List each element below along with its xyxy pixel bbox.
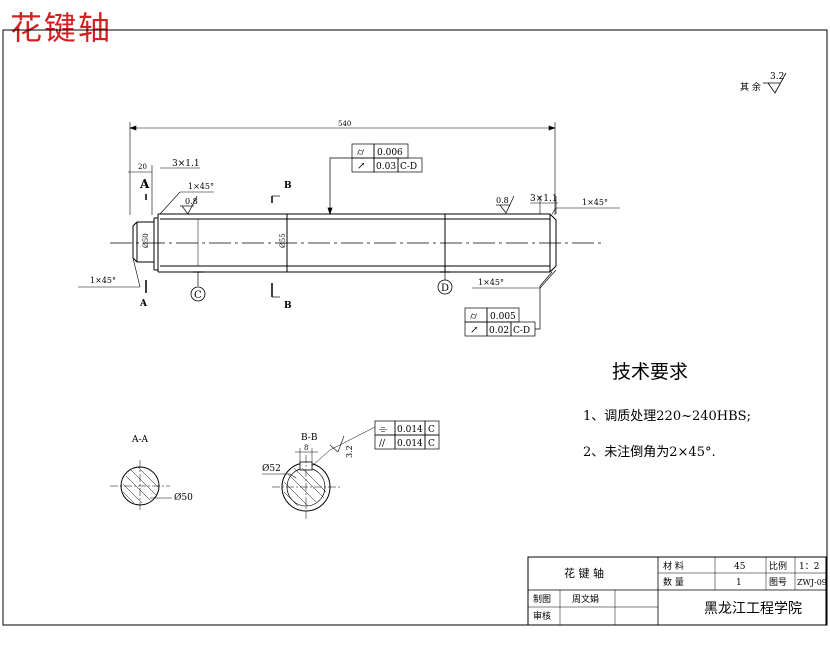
tb-drawn-value: 周文娟 bbox=[572, 593, 599, 605]
tb-quantity-label: 数 量 bbox=[663, 576, 684, 588]
tolerance-frame-top bbox=[327, 143, 423, 216]
section-bb-view bbox=[262, 426, 376, 520]
tol-top-2-value: 0.03 bbox=[376, 162, 396, 172]
header-title: 花键轴 bbox=[10, 9, 113, 47]
general-roughness-note: 其 余 3.2 bbox=[740, 72, 787, 94]
tol-bb-1-value: 0.014 bbox=[397, 425, 423, 435]
left-undercut-label: 3×1.1 bbox=[172, 159, 200, 169]
tb-part-name: 花 键 轴 bbox=[564, 566, 604, 580]
left-offset-label: 20 bbox=[138, 163, 147, 171]
tol-bb-2-symbol: // bbox=[379, 439, 386, 449]
roughness-value: 3.2 bbox=[770, 72, 784, 82]
tol-bb-2-datum: C bbox=[428, 439, 435, 449]
tb-scale-value: 1：2 bbox=[799, 562, 819, 572]
chamfer-left-label: 1×45° bbox=[90, 276, 116, 285]
datum-c-label: C bbox=[194, 290, 202, 301]
right-undercut-label: 3×1.1 bbox=[530, 194, 558, 204]
section-aa-dia: Ø50 bbox=[174, 492, 193, 503]
section-b-bottom: B bbox=[284, 301, 292, 311]
tol-top-1-value: 0.006 bbox=[377, 148, 403, 158]
tol-top-1-symbol: ⌭ bbox=[357, 147, 365, 158]
roughness-left-label: 0.8 bbox=[185, 197, 198, 206]
tol-bottom-2-symbol: ↗ bbox=[470, 325, 478, 336]
tech-req-title: 技术要求 bbox=[612, 361, 688, 383]
tb-drawing-no-value: ZWJ-09 bbox=[797, 578, 827, 587]
drawing-border bbox=[2, 29, 828, 626]
tol-bottom-2-value: 0.02 bbox=[489, 326, 509, 336]
chamfer-right-bottom-label: 1×45° bbox=[478, 278, 504, 287]
section-bb-roughness: 3.2 bbox=[345, 445, 354, 458]
section-aa-title: A-A bbox=[131, 435, 149, 445]
chamfer-left-top-label: 1×45° bbox=[188, 182, 214, 191]
section-b-top: B bbox=[284, 181, 292, 191]
tb-checked-label: 审核 bbox=[533, 610, 551, 622]
tol-bottom-2-datum: C-D bbox=[513, 326, 530, 336]
datum-d-label: D bbox=[441, 283, 449, 294]
tech-req-item-1: 1、调质处理220~240HBS; bbox=[583, 409, 751, 424]
tb-material-label: 材 料 bbox=[663, 560, 684, 572]
tol-bb-2-value: 0.014 bbox=[397, 439, 423, 449]
datum-d-circle bbox=[437, 279, 453, 295]
roughness-prefix: 其 余 bbox=[740, 81, 761, 93]
tol-bb-1-datum: C bbox=[428, 425, 435, 435]
left-offset-dimension bbox=[128, 165, 153, 215]
tolerance-frame-section-bb bbox=[374, 420, 440, 450]
section-bb-key-width: 8 bbox=[304, 444, 308, 452]
chamfer-right-top-label: 1×45° bbox=[582, 198, 608, 207]
tol-bottom-1-symbol: ⌭ bbox=[470, 311, 478, 322]
tb-drawing-no-label: 图号 bbox=[769, 577, 787, 588]
tol-bb-1-symbol: ⌯ bbox=[379, 424, 387, 435]
tb-material-value: 45 bbox=[734, 562, 746, 572]
section-bb-title: B-B bbox=[301, 433, 318, 443]
tb-scale-label: 比例 bbox=[769, 560, 787, 572]
title-block bbox=[527, 556, 827, 626]
tb-quantity-value: 1 bbox=[736, 578, 742, 588]
overall-length-label: 540 bbox=[338, 120, 351, 128]
section-a-bottom: A bbox=[139, 299, 148, 309]
section-a-top: A bbox=[139, 177, 150, 191]
datum-c-circle bbox=[190, 286, 206, 302]
tol-top-2-symbol: ↗ bbox=[357, 161, 365, 172]
tol-top-2-datum: C-D bbox=[400, 162, 417, 172]
tolerance-frame-bottom bbox=[464, 271, 553, 337]
tb-school: 黑龙江工程学院 bbox=[704, 601, 802, 617]
tb-drawn-label: 制图 bbox=[533, 593, 551, 605]
diameter-left-label: Ø50 bbox=[142, 233, 150, 248]
section-aa-view bbox=[110, 460, 172, 512]
overall-length-dimension bbox=[129, 122, 556, 215]
diameter-mid-label: Ø55 bbox=[279, 233, 287, 248]
tol-bottom-1-value: 0.005 bbox=[490, 312, 516, 322]
roughness-right-label: 0.8 bbox=[496, 196, 509, 205]
section-bb-dia: Ø52 bbox=[262, 463, 281, 474]
tech-req-item-2: 2、未注倒角为2×45°. bbox=[583, 445, 716, 460]
